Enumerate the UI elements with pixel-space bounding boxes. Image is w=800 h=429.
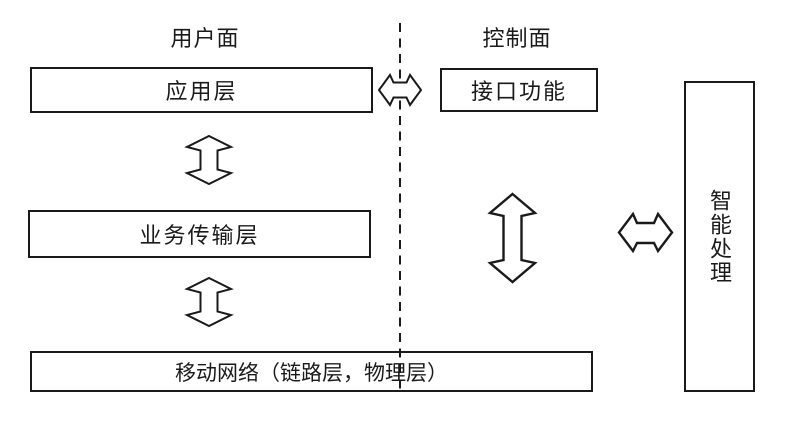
application-layer-box: 应用层 xyxy=(30,67,373,113)
vertical-double-arrow-icon xyxy=(184,276,234,328)
interface-function-box: 接口功能 xyxy=(440,68,598,112)
service-transport-layer-box: 业务传输层 xyxy=(28,210,371,258)
vertical-double-arrow-icon xyxy=(487,192,538,284)
intelligent-processing-box: 智能处理 xyxy=(684,81,755,392)
vertical-double-arrow-icon xyxy=(184,134,234,186)
mobile-network-box: 移动网络（链路层，物理层） xyxy=(30,351,593,392)
control-plane-label: 控制面 xyxy=(482,26,552,51)
horizontal-double-arrow-icon xyxy=(377,73,423,107)
horizontal-double-arrow-icon xyxy=(617,211,674,254)
user-plane-label: 用户面 xyxy=(170,26,240,51)
